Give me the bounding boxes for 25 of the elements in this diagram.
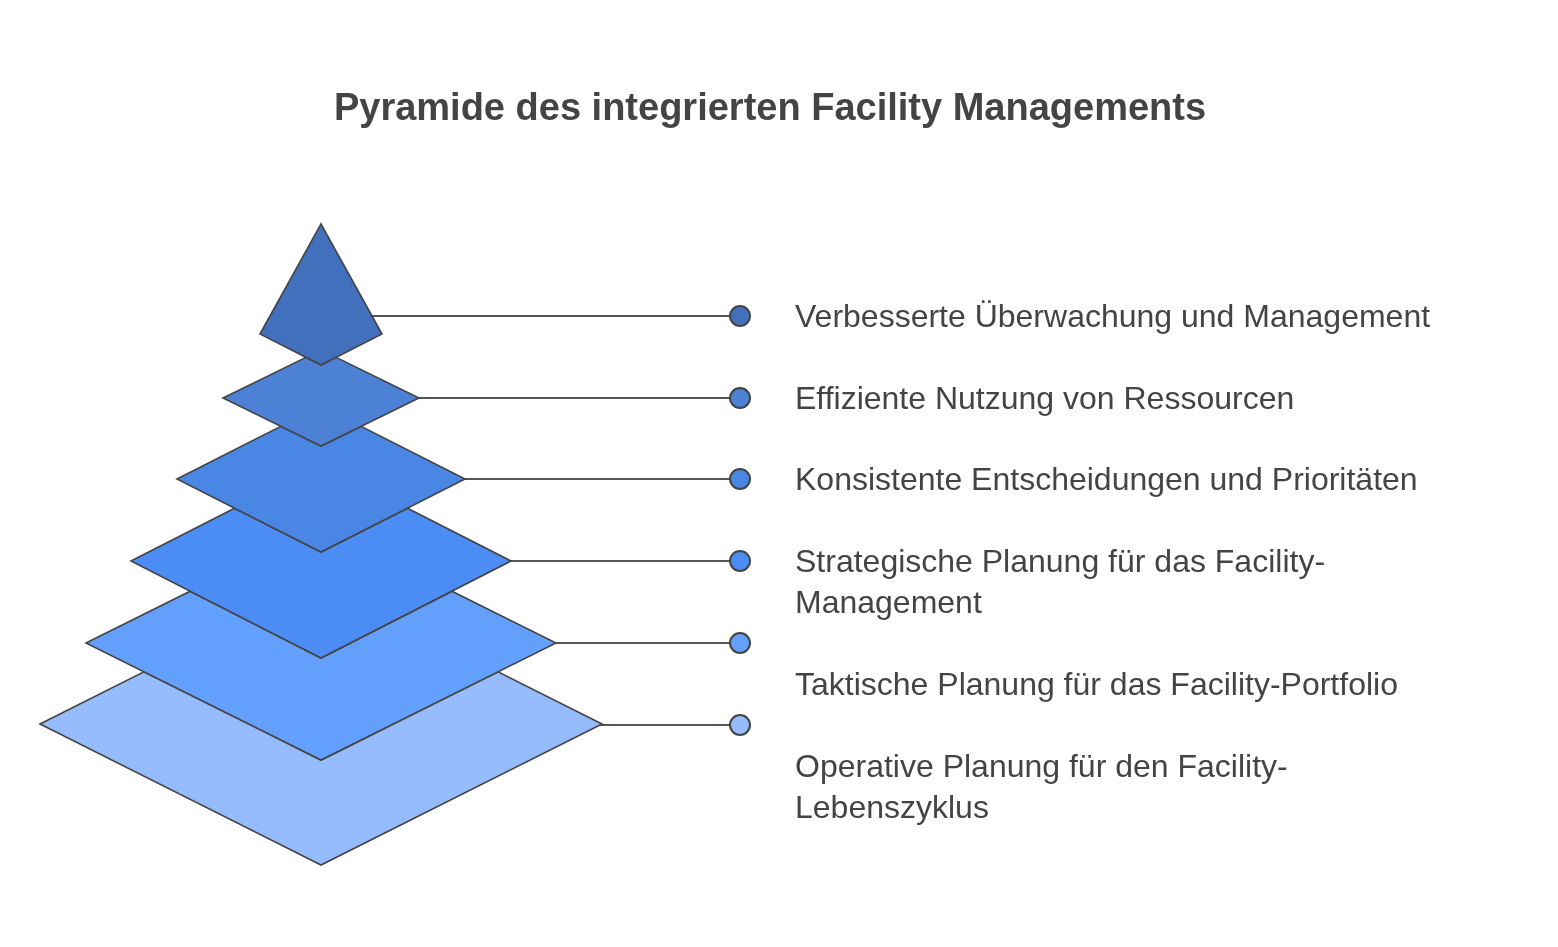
- level-label: Verbesserte Überwachung und Management: [795, 297, 1431, 336]
- connector-line: [555, 642, 731, 644]
- pyramid-layer: [221, 356, 421, 447]
- level-label: Taktische Planung für das Facility-Portfolio: [795, 665, 1398, 704]
- connector-line: [418, 397, 731, 399]
- pyramid-layer: [175, 425, 467, 553]
- diagram-title: Pyramide des integrierten Facility Managements: [333, 85, 1207, 130]
- pyramid-tip: [258, 222, 384, 366]
- bullet-dot: [729, 305, 751, 327]
- level-label: Effiziente Nutzung von Ressourcen: [795, 379, 1295, 418]
- level-label: Operative Planung für den Facility-Lebenszyklus: [795, 747, 1289, 827]
- bullet-dot: [729, 387, 751, 409]
- connector-line: [464, 478, 731, 480]
- connector-line: [510, 560, 731, 562]
- bullet-dot: [729, 550, 751, 572]
- connector-line: [599, 724, 731, 726]
- connector-line: [371, 315, 731, 317]
- bullet-dot: [729, 468, 751, 490]
- level-label: Konsistente Entscheidungen und Prioritäten: [795, 460, 1418, 499]
- bullet-dot: [729, 632, 751, 654]
- pyramid-layer: [129, 507, 513, 659]
- pyramid-layer: [84, 590, 558, 761]
- pyramid-layer: [38, 670, 604, 866]
- bullet-dot: [729, 714, 751, 736]
- level-label: Strategische Planung für das Facility-Management: [795, 542, 1327, 622]
